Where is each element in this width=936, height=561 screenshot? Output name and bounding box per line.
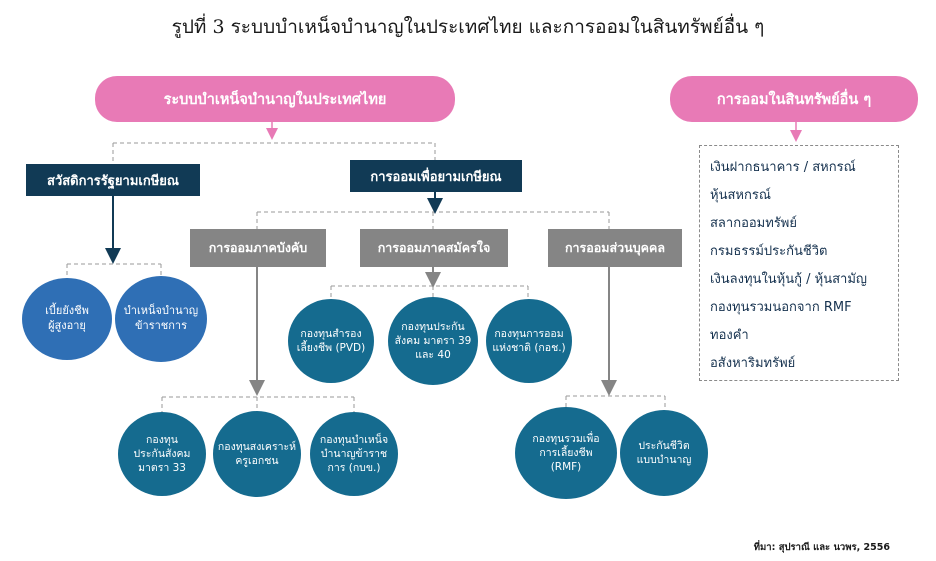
- list-item: หุ้นสหกรณ์: [710, 188, 771, 203]
- mandatory-saving-box: การออมภาคบังคับ: [190, 229, 326, 267]
- retirement-saving-box: การออมเพื่อยามเกษียณ: [350, 160, 522, 192]
- list-item: เงินลงทุนในหุ้นกู้ / หุ้นสามัญ: [710, 272, 867, 287]
- pension-system-header: ระบบบำเหน็จบำนาญในประเทศไทย: [95, 76, 455, 122]
- personal-saving-box: การออมส่วนบุคคล: [548, 229, 682, 267]
- social-security-33-circle: กองทุน ประกันสังคม มาตรา 33: [118, 412, 206, 496]
- private-teacher-fund-circle: กองทุนสงเคราะห์ ครูเอกชน: [213, 411, 301, 497]
- list-item: สลากออมทรัพย์: [710, 216, 797, 231]
- figure-title: รูปที่ 3 ระบบบำเหน็จบำนาญในประเทศไทย และ…: [171, 16, 765, 38]
- gpf-fund-circle: กองทุนบำเหน็จ บำนาญข้าราช การ (กบข.): [310, 412, 398, 496]
- state-welfare-box: สวัสดิการรัฐยามเกษียณ: [26, 164, 200, 196]
- civil-servant-pension-circle: บำเหน็จบำนาญ ข้าราชการ: [115, 276, 207, 362]
- national-savings-fund-circle: กองทุนการออม แห่งชาติ (กอช.): [486, 299, 572, 383]
- list-item: อสังหาริมทรัพย์: [710, 356, 796, 371]
- social-security-39-40-circle: กองทุนประกัน สังคม มาตรา 39 และ 40: [388, 297, 478, 385]
- elderly-allowance-circle: เบี้ยยังชีพ ผู้สูงอายุ: [22, 278, 112, 360]
- annuity-insurance-circle: ประกันชีวิต แบบบำนาญ: [620, 410, 708, 496]
- list-item: ทองคำ: [710, 328, 749, 343]
- other-assets-list: เงินฝากธนาคาร / สหกรณ์ หุ้นสหกรณ์ สลากออ…: [699, 145, 899, 381]
- list-item: เงินฝากธนาคาร / สหกรณ์: [710, 160, 856, 175]
- voluntary-saving-box: การออมภาคสมัครใจ: [360, 229, 508, 267]
- other-assets-header: การออมในสินทรัพย์อื่น ๆ: [670, 76, 918, 122]
- source-note: ที่มา: สุปราณี และ นวพร, 2556: [753, 542, 890, 553]
- pvd-fund-circle: กองทุนสำรอง เลี้ยงชีพ (PVD): [288, 299, 374, 383]
- list-item: กองทุนรวมนอกจาก RMF: [710, 300, 852, 315]
- list-item: กรมธรรม์ประกันชีวิต: [710, 244, 828, 259]
- rmf-fund-circle: กองทุนรวมเพื่อ การเลี้ยงชีพ (RMF): [515, 407, 617, 499]
